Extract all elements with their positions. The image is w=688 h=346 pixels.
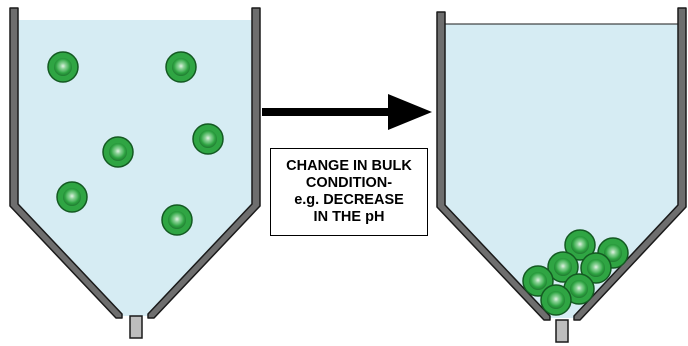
outlet-after	[556, 320, 568, 342]
caption-line: CHANGE IN BULK	[286, 158, 412, 175]
particle	[162, 205, 192, 235]
particle	[103, 137, 133, 167]
outlet-before	[130, 316, 142, 338]
particle	[193, 124, 223, 154]
particle	[57, 182, 87, 212]
condition-label-box: CHANGE IN BULK CONDITION- e.g. DECREASE …	[270, 148, 428, 236]
caption-line: IN THE pH	[314, 209, 385, 226]
particle	[48, 52, 78, 82]
particle	[166, 52, 196, 82]
particle	[541, 285, 571, 315]
right-arrow-icon	[262, 94, 432, 130]
caption-line: e.g. DECREASE	[294, 192, 404, 209]
vessel-before	[10, 8, 260, 338]
caption-line: CONDITION-	[306, 175, 392, 192]
